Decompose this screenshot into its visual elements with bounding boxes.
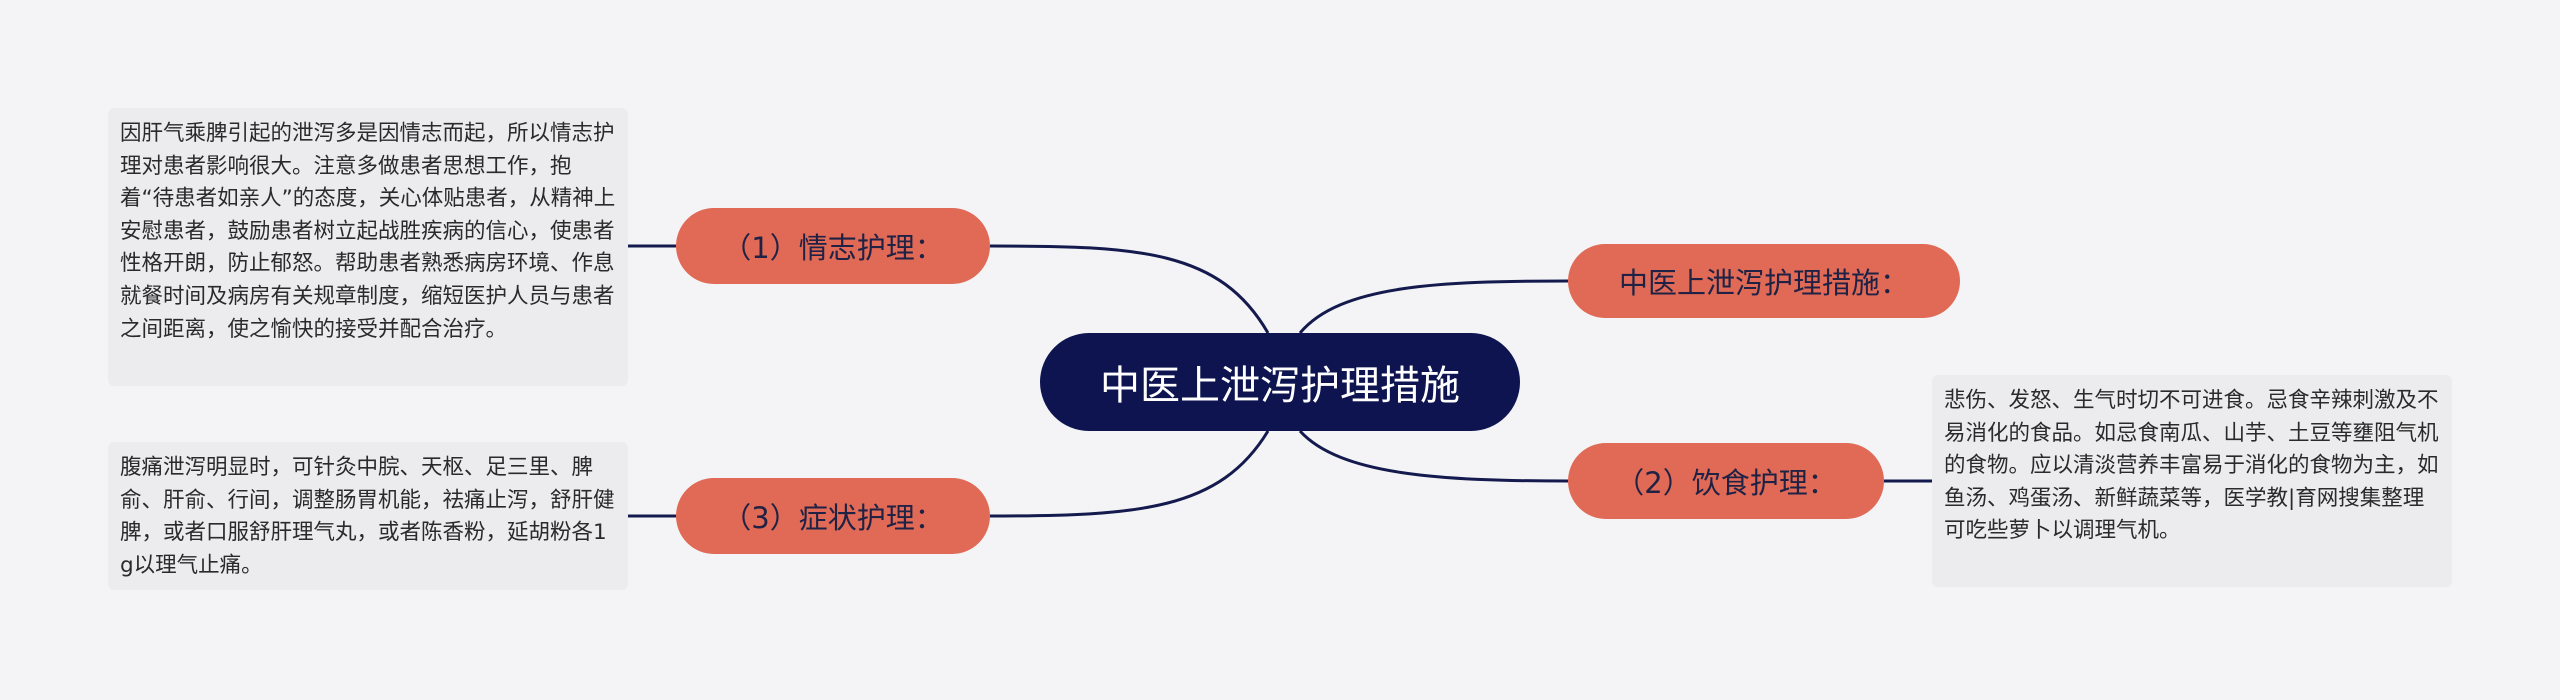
note-symptom-care-text: 腹痛泄泻明显时，可针灸中脘、天枢、足三里、脾俞、肝俞、行间，调整肠胃机能，祛痛止… [120,455,615,578]
branch-diet-care[interactable]: （2）饮食护理： [1568,443,1884,519]
central-topic[interactable]: 中医上泄泻护理措施 [1040,333,1520,431]
branch-emotional-care-label: （1）情志护理： [722,231,944,265]
connector-center-to-diet [1298,429,1569,483]
note-diet-care-text: 悲伤、发怒、生气时切不可进食。忌食辛辣刺激及不易消化的食品。如忌食南瓜、山芋、土… [1944,388,2439,544]
branch-symptom-care[interactable]: （3）症状护理： [676,478,990,554]
note-diet-care: 悲伤、发怒、生气时切不可进食。忌食辛辣刺激及不易消化的食品。如忌食南瓜、山芋、土… [1932,375,2452,587]
central-topic-label: 中医上泄泻护理措施 [1100,363,1460,409]
branch-diet-care-label: （2）饮食护理： [1615,466,1837,500]
branch-care-measures-label: 中医上泄泻护理措施： [1618,266,1909,300]
note-emotional-care: 因肝气乘脾引起的泄泻多是因情志而起，所以情志护理对患者影响很大。注意多做患者思想… [108,108,628,386]
note-emotional-care-text: 因肝气乘脾引起的泄泻多是因情志而起，所以情志护理对患者影响很大。注意多做患者思想… [120,121,616,342]
note-symptom-care: 腹痛泄泻明显时，可针灸中脘、天枢、足三里、脾俞、肝俞、行间，调整肠胃机能，祛痛止… [108,442,628,590]
branch-emotional-care[interactable]: （1）情志护理： [676,208,990,284]
connector-center-to-symptom [989,430,1270,518]
branch-symptom-care-label: （3）症状护理： [722,501,944,535]
connector-center-to-measures [1298,279,1569,334]
branch-care-measures[interactable]: 中医上泄泻护理措施： [1568,244,1960,318]
connector-center-to-emotional [989,244,1270,334]
